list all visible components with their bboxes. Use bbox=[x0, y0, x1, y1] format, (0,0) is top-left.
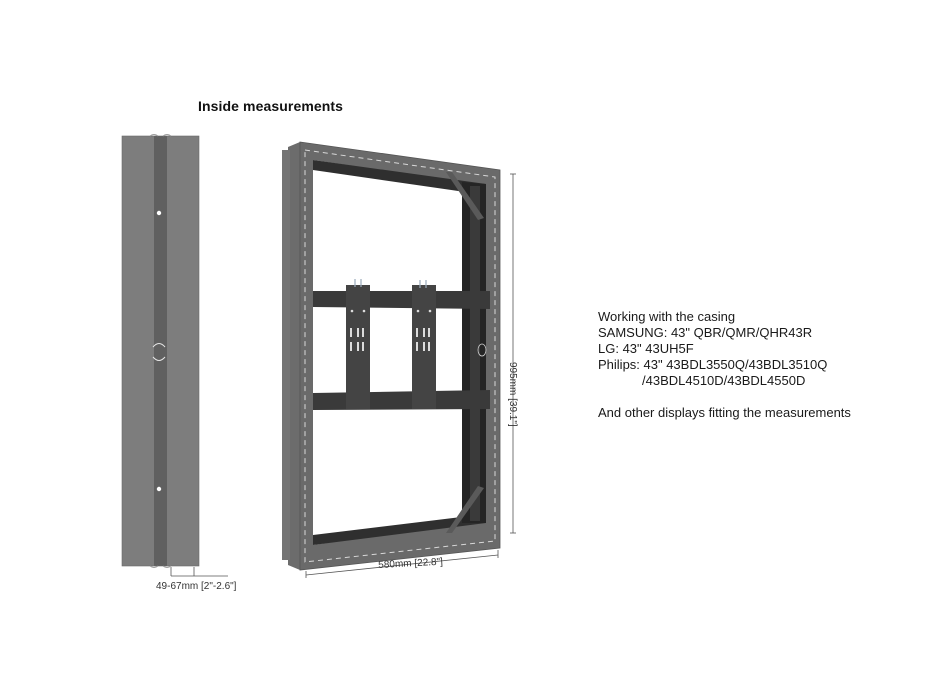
height-dimension-label: 995mm [39.1"] bbox=[507, 362, 518, 427]
spacer bbox=[598, 389, 851, 405]
height-dimension-line bbox=[510, 173, 516, 534]
compatibility-list: Working with the casing SAMSUNG: 43" QBR… bbox=[598, 309, 851, 421]
compatibility-heading: Working with the casing bbox=[598, 309, 736, 324]
depth-dimension-label: 49-67mm [2"-2.6"] bbox=[156, 581, 237, 592]
compatibility-lg: LG: 43" 43UH5F bbox=[598, 341, 694, 356]
screw-hole-icon bbox=[156, 210, 162, 216]
width-dimension-line bbox=[305, 550, 499, 578]
compatibility-philips: Philips: 43" 43BDL3550Q/43BDL3510Q bbox=[598, 357, 828, 372]
screw-hole-icon bbox=[156, 486, 162, 492]
compatibility-philips-cont: /43BDL4510D/43BDL4550D bbox=[642, 373, 806, 388]
compatibility-footer: And other displays fitting the measureme… bbox=[598, 405, 851, 420]
side-view-profile bbox=[121, 134, 200, 568]
depth-dimension-line bbox=[170, 567, 228, 577]
frame-front-view bbox=[282, 141, 501, 571]
compatibility-samsung: SAMSUNG: 43" QBR/QMR/QHR43R bbox=[598, 325, 813, 340]
diagram-title: Inside measurements bbox=[198, 98, 344, 114]
